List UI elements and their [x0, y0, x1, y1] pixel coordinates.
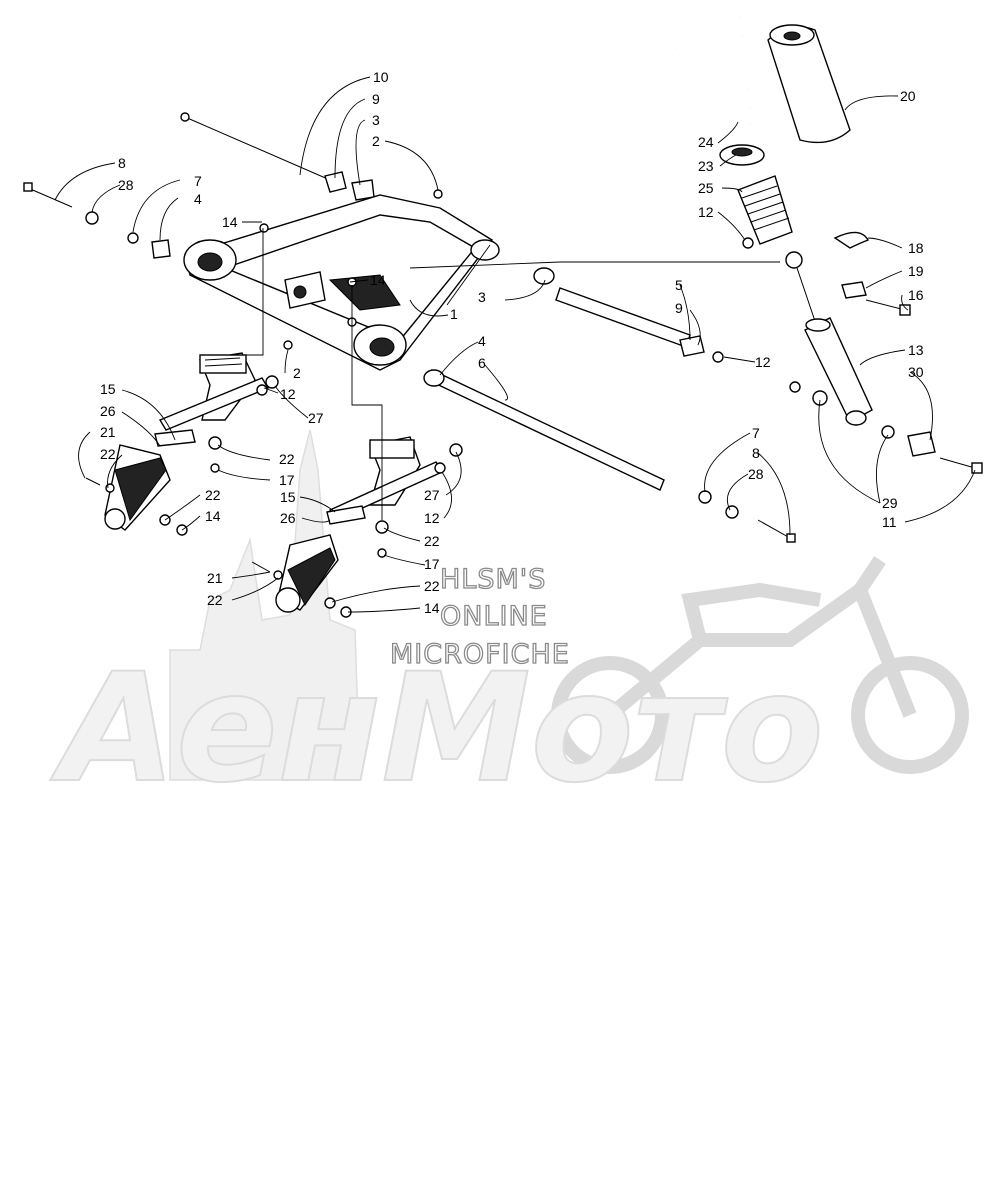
motorcycle-silhouette [551, 556, 969, 774]
shock-hardware [712, 231, 983, 474]
watermark-logo: АенМото [49, 429, 969, 817]
callout-12: 12 [698, 204, 714, 220]
callout-2: 2 [372, 133, 380, 149]
watermark-text: HLSM'S ONLINE MICROFICHE [389, 563, 570, 670]
shock-boot [767, 24, 851, 144]
callout-7: 7 [194, 173, 202, 189]
callout-22: 22 [205, 487, 221, 503]
callout-28: 28 [748, 466, 764, 482]
callout-9: 9 [372, 91, 380, 107]
callout-14: 14 [205, 508, 221, 524]
callout-22: 22 [424, 578, 440, 594]
callout-2: 2 [293, 365, 301, 381]
callout-18: 18 [908, 240, 924, 256]
callout-labels: 10 9 3 2 8 28 7 4 14 14 3 1 4 6 5 9 12 2… [100, 69, 924, 616]
rear-bolt [698, 490, 796, 543]
long-bolt [180, 112, 443, 201]
callout-22: 22 [207, 592, 223, 608]
cathedral-silhouette [169, 429, 361, 781]
callout-16: 16 [908, 287, 924, 303]
spring-adjuster [737, 175, 793, 245]
watermark-line-3: MICROFICHE [390, 639, 570, 670]
swing-arm [183, 194, 500, 371]
callout-19: 19 [908, 263, 924, 279]
spring-seat [719, 144, 765, 166]
callout-26: 26 [280, 510, 296, 526]
watermark-line-2: ONLINE [440, 601, 548, 632]
callout-27: 27 [308, 410, 324, 426]
footrest-right [251, 277, 463, 618]
callout-22: 22 [100, 446, 116, 462]
callout-21: 21 [100, 424, 116, 440]
watermark-line-1: HLSM'S [440, 564, 546, 595]
callout-26: 26 [100, 403, 116, 419]
callout-25: 25 [698, 180, 714, 196]
footrest-left [85, 223, 293, 536]
callout-22: 22 [279, 451, 295, 467]
callout-24: 24 [698, 134, 714, 150]
leader-lines [54, 76, 976, 613]
callout-13: 13 [908, 342, 924, 358]
callout-30: 30 [908, 364, 924, 380]
callout-8: 8 [752, 445, 760, 461]
callout-29: 29 [882, 495, 898, 511]
callout-10: 10 [373, 69, 389, 85]
callout-9: 9 [675, 300, 683, 316]
callout-15: 15 [100, 381, 116, 397]
callout-20: 20 [900, 88, 916, 104]
callout-23: 23 [698, 158, 714, 174]
cross-shafts [423, 267, 705, 491]
callout-3: 3 [372, 112, 380, 128]
callout-21: 21 [207, 570, 223, 586]
callout-11: 11 [882, 514, 897, 530]
callout-4: 4 [478, 333, 486, 349]
spring [669, 6, 752, 126]
callout-12: 12 [424, 510, 440, 526]
callout-7: 7 [752, 425, 760, 441]
callout-1: 1 [450, 306, 458, 322]
callout-14: 14 [424, 600, 440, 616]
callout-3: 3 [478, 289, 486, 305]
callout-12: 12 [280, 386, 296, 402]
callout-4: 4 [194, 191, 202, 207]
callout-8: 8 [118, 155, 126, 171]
callout-22: 22 [424, 533, 440, 549]
callout-5: 5 [675, 277, 683, 293]
front-bolt [23, 182, 171, 259]
callout-6: 6 [478, 355, 486, 371]
callout-15: 15 [280, 489, 296, 505]
callout-12: 12 [755, 354, 771, 370]
callout-17: 17 [424, 556, 440, 572]
callout-17: 17 [279, 472, 295, 488]
callout-28: 28 [118, 177, 134, 193]
callout-27: 27 [424, 487, 440, 503]
logo-text: АенМото [50, 642, 824, 816]
callout-14: 14 [222, 214, 238, 230]
shock-absorber [785, 251, 873, 426]
callout-14: 14 [370, 272, 386, 288]
